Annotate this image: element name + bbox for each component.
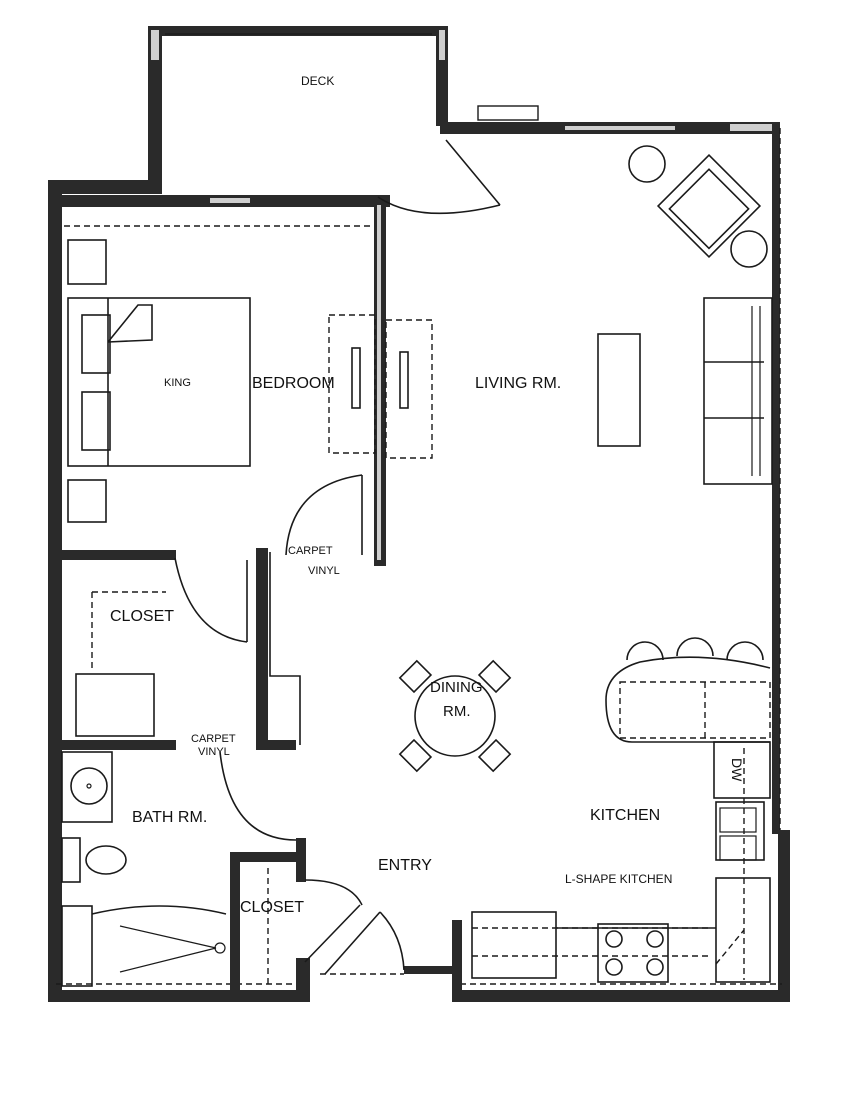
doors xyxy=(174,139,501,975)
deck-area xyxy=(148,26,448,194)
dining-label-1: DINING xyxy=(430,679,483,696)
transition-label-2b: VINYL xyxy=(198,746,230,758)
king-bed-label: KING xyxy=(164,377,191,389)
kitchen-fixtures xyxy=(471,637,771,983)
bedroom-label: BEDROOM xyxy=(252,375,335,392)
transition-label-1a: CARPET xyxy=(288,545,333,557)
transition-label-2a: CARPET xyxy=(191,733,236,745)
closet-bedroom-label: CLOSET xyxy=(110,608,174,625)
deck-label: DECK xyxy=(301,74,334,88)
interior-walls xyxy=(56,200,386,992)
bedroom-furniture xyxy=(64,225,433,523)
room-labels: DECK KING BEDROOM LIVING RM. CARPET VINY… xyxy=(110,74,745,916)
exterior-walls xyxy=(48,105,790,1002)
kitchen-label: KITCHEN xyxy=(590,807,660,824)
closet-entry-label: CLOSET xyxy=(240,899,304,916)
dining-label-2: RM. xyxy=(443,703,471,720)
bath-room-label: BATH RM. xyxy=(132,809,207,826)
entry-label: ENTRY xyxy=(378,857,432,874)
transition-label-1b: VINYL xyxy=(308,565,340,577)
kitchen-type-label: L-SHAPE KITCHEN xyxy=(565,872,672,886)
bath-fixtures xyxy=(61,591,227,987)
living-furniture xyxy=(597,145,773,485)
dishwasher-label: DW xyxy=(729,758,745,782)
dining-set xyxy=(398,659,512,773)
living-room-label: LIVING RM. xyxy=(475,375,561,392)
